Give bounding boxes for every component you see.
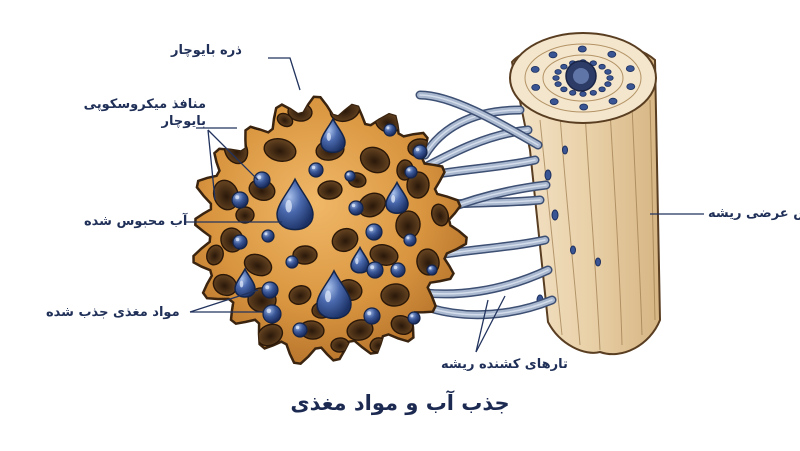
nutrient-ball-icon	[231, 191, 249, 209]
micropore	[206, 244, 224, 266]
nutrient-ball-icon	[285, 255, 299, 269]
water-droplet-icon	[350, 245, 370, 274]
nutrient-ball-icon	[348, 200, 364, 216]
micropore	[317, 180, 343, 200]
cortex-cell	[577, 45, 587, 53]
nutrient-ball-icon	[308, 162, 324, 178]
water-droplet-icon	[385, 180, 409, 214]
nutrient-ball-icon	[261, 281, 279, 299]
nutrient-ball-icon	[292, 322, 308, 338]
micropore	[330, 337, 350, 353]
vascular-cell	[554, 69, 562, 75]
cortex-cell	[530, 66, 540, 73]
nutrient-ball-icon	[344, 170, 356, 182]
cortex-cell	[626, 83, 636, 90]
micropore	[331, 227, 359, 253]
label-micropores-line1: منافذ میکروسکوپی	[83, 97, 206, 112]
cortex-cell	[579, 103, 589, 111]
nutrient-ball-icon	[383, 123, 397, 137]
vascular-cell	[598, 86, 606, 93]
label-trapped-water: آب محبوس شده	[84, 214, 188, 229]
label-absorbed-nutrients: مواد مغذی جذب شده	[46, 305, 180, 320]
vascular-cell	[554, 81, 562, 87]
micropore	[406, 171, 430, 199]
vascular-cell	[560, 63, 568, 70]
micropore	[292, 245, 318, 265]
micropore	[346, 319, 374, 341]
nutrient-ball-icon	[426, 264, 438, 276]
micropore	[263, 138, 297, 162]
micropore	[380, 283, 410, 307]
vascular-cell	[604, 69, 612, 75]
cortex-cell	[607, 50, 617, 58]
nutrient-ball-icon	[262, 304, 282, 324]
nutrient-ball-icon	[404, 165, 418, 179]
water-droplet-icon	[316, 269, 352, 320]
vascular-cell	[589, 90, 597, 96]
micropore	[390, 314, 414, 336]
cortex-cell	[531, 84, 541, 91]
label-micropores-line2: بایوچار	[161, 114, 206, 129]
nutrient-ball-icon	[366, 261, 384, 279]
diagram-title: جذب آب و مواد مغذی	[290, 391, 510, 415]
vascular-cell	[606, 75, 614, 81]
cortex-cell	[549, 98, 559, 106]
vascular-cell	[598, 63, 606, 70]
label-micropores: منافذ میکروسکوپی بایوچار	[74, 96, 206, 130]
micropore	[288, 285, 312, 305]
vascular-cell	[579, 91, 587, 97]
label-root-cross-section: برش عرضی ریشه	[708, 206, 800, 221]
label-root-hairs: تارهای کشنده ریشه	[441, 357, 568, 372]
water-droplet-icon	[320, 117, 346, 154]
micropore	[359, 146, 391, 174]
nutrient-ball-icon	[407, 311, 421, 325]
nutrient-ball-icon	[403, 233, 417, 247]
water-droplet-icon	[276, 177, 314, 231]
cortex-cell	[548, 51, 558, 59]
nutrient-ball-icon	[412, 144, 428, 160]
nutrient-ball-icon	[253, 171, 271, 189]
biochar-particle	[192, 95, 468, 366]
label-biochar-particle: ذره بایوچار	[171, 43, 242, 58]
nutrient-ball-icon	[261, 229, 275, 243]
cortex-cell	[625, 65, 635, 72]
nutrient-ball-icon	[365, 223, 383, 241]
vascular-cell	[604, 81, 612, 87]
micropore	[235, 206, 255, 224]
leader-lines	[185, 57, 704, 353]
nutrient-ball-icon	[390, 262, 406, 278]
vascular-cell	[569, 90, 577, 96]
vascular-cell	[560, 86, 568, 93]
micropore	[430, 203, 450, 227]
root-cross-section	[509, 32, 662, 356]
nutrient-ball-icon	[232, 234, 248, 250]
micropore	[276, 112, 294, 128]
cortex-cell	[608, 97, 618, 105]
micropore	[243, 253, 273, 277]
nutrient-ball-icon	[363, 307, 381, 325]
water-droplet-icon	[234, 267, 256, 298]
vascular-cell	[552, 75, 560, 81]
